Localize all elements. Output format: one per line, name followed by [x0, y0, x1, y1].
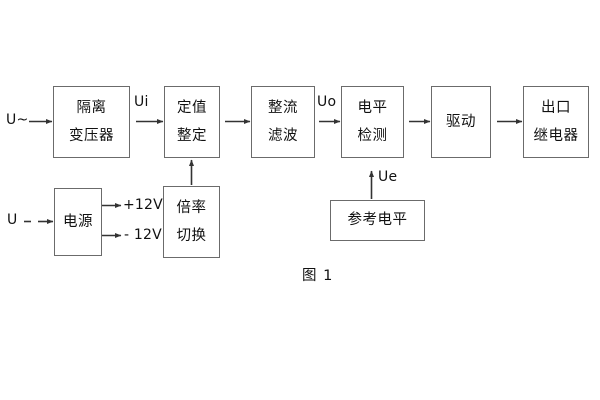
block-label-line: 定值: [177, 99, 207, 116]
block-label-line: 滤波: [268, 128, 298, 144]
block-label-line: 隔离: [76, 99, 107, 116]
block-label-line: 参考电平: [347, 211, 408, 228]
block-label-line: 电平: [357, 99, 388, 116]
signal-label-u-dc-input: U: [7, 212, 18, 228]
block-rectify-filter[interactable]: 整流 滤波: [251, 86, 315, 158]
block-reference-level[interactable]: 参考电平: [330, 200, 425, 241]
block-drive[interactable]: 驱动: [431, 86, 491, 158]
signal-label-minus-12v: - 12V: [124, 227, 162, 243]
block-label-line: 驱动: [446, 113, 476, 130]
signal-label-ue: Ue: [378, 169, 398, 185]
block-level-detection[interactable]: 电平 检测: [341, 86, 404, 158]
block-label-line: 整定: [177, 128, 207, 144]
block-label-line: 电源: [63, 213, 93, 230]
signal-label-u-ac-input: U~: [6, 112, 29, 128]
block-multiplier-switch[interactable]: 倍率 切换: [163, 186, 220, 258]
block-label-line: 检测: [357, 128, 388, 144]
block-output-relay[interactable]: 出口 继电器: [523, 86, 589, 158]
signal-label-uo: Uo: [317, 94, 337, 110]
block-setting-value[interactable]: 定值 整定: [164, 86, 220, 158]
block-label-line: 继电器: [533, 128, 579, 144]
block-isolation-transformer[interactable]: 隔离 变压器: [53, 86, 130, 158]
block-label-line: 切换: [176, 228, 207, 244]
block-label-line: 出口: [541, 99, 571, 116]
block-label-line: 倍率: [176, 199, 207, 216]
signal-label-plus-12v: +12V: [123, 197, 163, 213]
block-label-line: 整流: [268, 99, 298, 116]
figure-caption: 图 1: [302, 268, 334, 284]
block-power-supply[interactable]: 电源: [54, 188, 102, 256]
signal-label-ui: Ui: [134, 94, 149, 110]
block-label-line: 变压器: [69, 128, 114, 144]
